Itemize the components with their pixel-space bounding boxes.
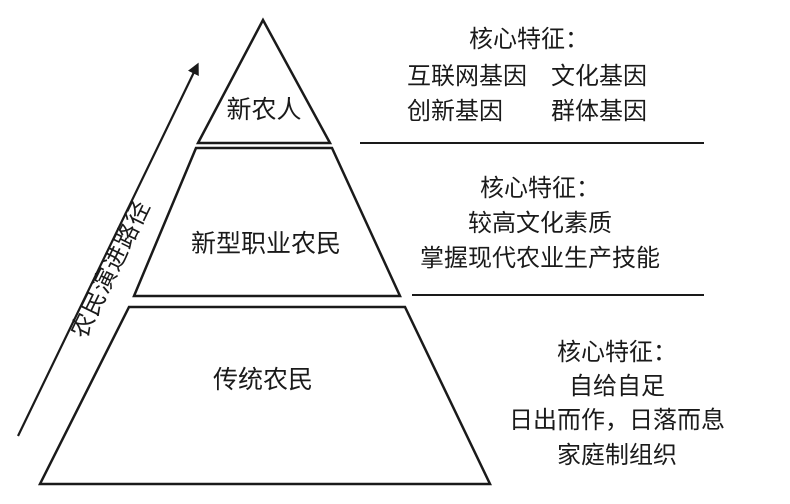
feature-line-middle-2: 掌握现代农业生产技能 [420,244,660,272]
feature-line-bottom-2: 日出而作，日落而息 [509,406,725,434]
tier-middle-shape [132,146,402,298]
tier-label-bottom: 传统农民 [213,365,313,394]
feature-line-top-1: 互联网基因 文化基因 [407,62,647,90]
evolution-arrow [17,62,199,437]
feature-title-bottom: 核心特征： [557,338,677,366]
feature-title-top: 核心特征： [469,25,589,53]
feature-line-top-2: 创新基因 群体基因 [407,97,647,125]
tier-top-shape [195,17,333,145]
evolution-arrow-label: 农民演进路径 [65,196,156,343]
feature-line-middle-1: 较高文化素质 [468,209,612,237]
feature-line-bottom-1: 自给自足 [569,372,665,400]
feature-title-middle: 核心特征： [480,174,600,202]
tier-label-top: 新农人 [226,95,301,124]
tier-bottom-shape [37,305,492,486]
feature-line-bottom-3: 家庭制组织 [557,441,677,469]
tier-label-middle: 新型职业农民 [191,229,341,258]
